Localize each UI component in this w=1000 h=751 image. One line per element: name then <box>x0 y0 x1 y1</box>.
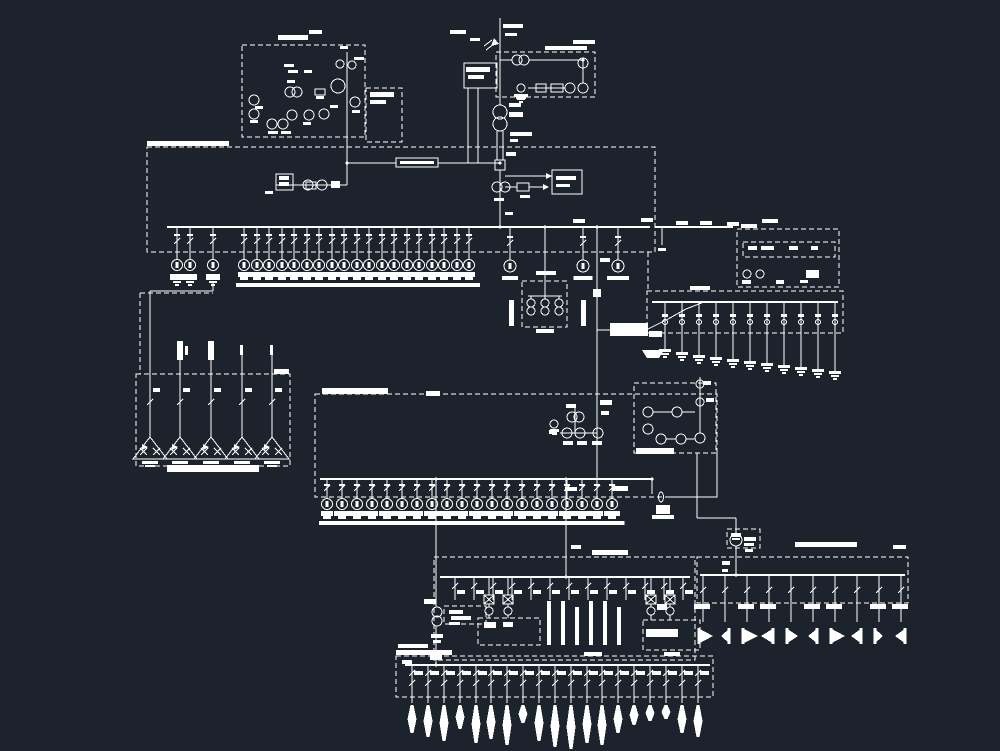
ct-metering-box <box>521 280 568 328</box>
component-outlines <box>248 54 765 667</box>
bus5-feeders <box>694 575 908 644</box>
bus3-feeders <box>451 577 693 600</box>
bus2-feeders <box>319 479 625 525</box>
metering-panel-top-center <box>495 51 596 98</box>
ground-symbols <box>170 94 528 286</box>
bus4-feeders <box>407 665 709 749</box>
bus1-feeders-main <box>236 227 480 287</box>
mcc-bus2-panel <box>314 393 718 498</box>
bus-lines <box>167 226 905 666</box>
bus1-feeders-left <box>170 227 220 283</box>
auxiliary-panel-right-inner <box>742 241 836 258</box>
arrester-row <box>659 302 841 380</box>
rectifier-delta-bank <box>131 398 291 467</box>
transformer-label-box-left <box>443 605 487 625</box>
label-bars <box>147 24 906 664</box>
relay-panel-top-left <box>241 44 366 138</box>
surge-arrester-panel <box>646 290 844 334</box>
connection-lines <box>139 18 737 665</box>
aux-box-top <box>365 87 403 143</box>
dashed-panels <box>135 44 909 698</box>
bus3-sub-box-a <box>477 617 541 646</box>
bus1-feeders-right <box>502 227 629 280</box>
fused-switch-squares <box>483 594 676 605</box>
metering-sub-panel <box>633 382 717 454</box>
filled-symbols <box>491 38 664 358</box>
transformer-label-box-right <box>726 528 761 549</box>
main-switchgear-panel <box>146 146 656 253</box>
auxiliary-panel-right <box>736 228 840 288</box>
distribution-bus5-panel <box>696 556 909 604</box>
